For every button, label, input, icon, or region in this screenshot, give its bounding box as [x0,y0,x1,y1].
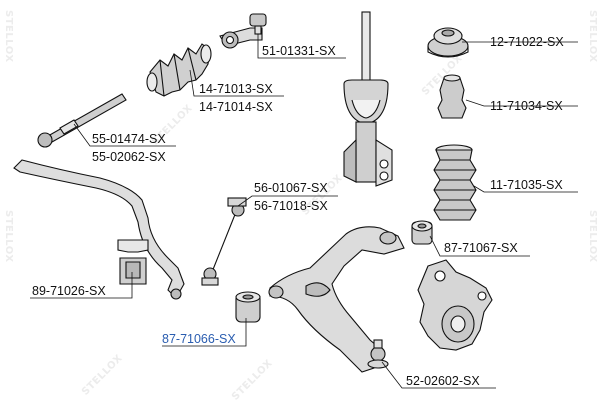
leader-89 [30,272,133,299]
tie-rod-end-part [219,13,267,49]
leader-11a [465,99,578,107]
label-11-71034: 11-71034-SX [490,99,563,113]
stabilizer-bushing-part [117,239,149,285]
leader-11b [473,185,578,193]
steering-knuckle-part [417,259,493,351]
label-14-71013: 14-71013-SX [199,82,273,96]
front-bushing-part [235,291,261,323]
control-arm-part [268,226,405,373]
leader-56 [237,195,338,207]
label-56-71018: 56-71018-SX [254,199,328,213]
leader-87b [429,235,530,257]
strut-mount-part [427,27,469,58]
leader-lines [30,34,578,389]
stabilizer-link-part [201,197,247,286]
label-87-71066: 87-71066-SX [162,332,236,346]
leader-87a [162,318,247,347]
leader-55 [73,123,176,147]
label-52-02602: 52-02602-SX [406,374,480,388]
leader-14 [189,69,284,97]
strut-part [343,11,393,187]
label-12-71022: 12-71022-SX [490,35,564,49]
part-labels: 51-01331-SX 12-71022-SX 14-71013-SX 14-7… [32,35,564,388]
rear-bushing-part [411,220,433,245]
dust-boot-part [433,144,477,221]
label-11-71035: 11-71035-SX [490,178,563,192]
label-14-71014: 14-71014-SX [199,100,273,114]
ball-joint-part [367,339,389,369]
label-51-01331: 51-01331-SX [262,44,336,58]
steering-boot-part [146,43,212,97]
label-87-71067: 87-71067-SX [444,241,518,255]
label-55-02062: 55-02062-SX [92,150,166,164]
bump-stop-part [437,74,467,119]
label-55-01474: 55-01474-SX [92,132,166,146]
label-89-71026: 89-71026-SX [32,284,106,298]
label-56-01067: 56-01067-SX [254,181,328,195]
stabilizer-bar-part [13,159,185,300]
leader-51 [257,34,346,59]
inner-tie-rod-part [37,93,127,148]
leader-52 [381,361,496,389]
